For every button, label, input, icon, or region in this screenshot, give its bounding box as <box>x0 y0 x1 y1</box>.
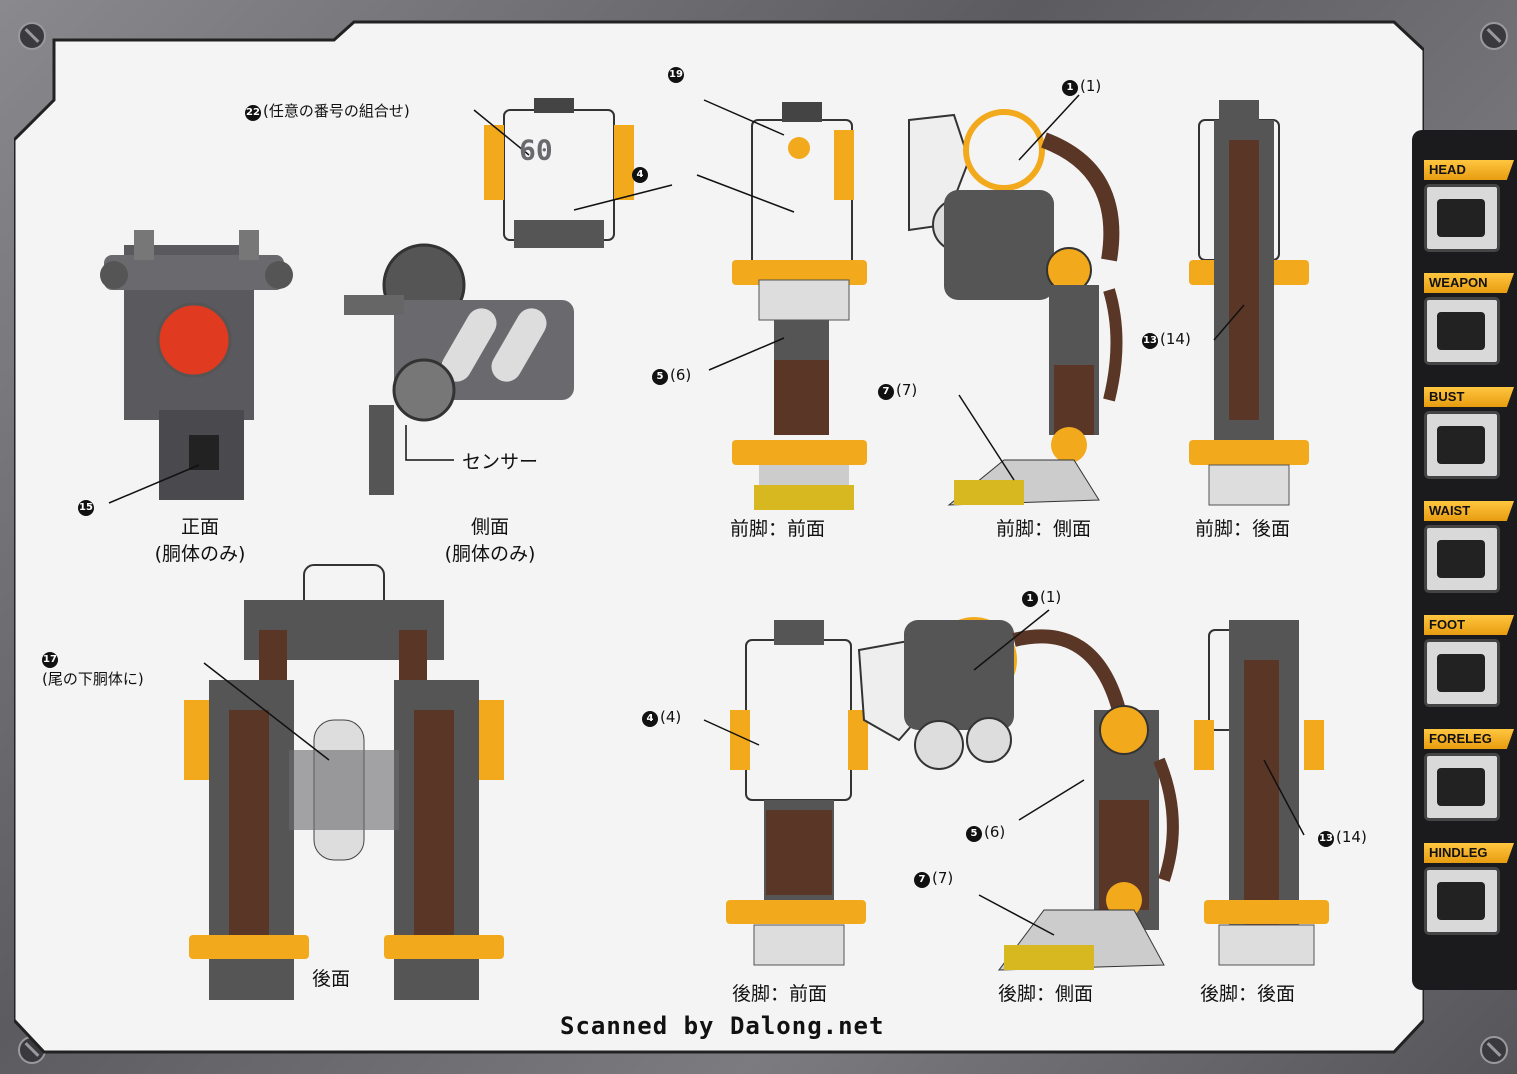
hindleg-side-drawing <box>857 617 1179 971</box>
label-rear: 後面 <box>312 968 351 990</box>
label-foreleg-side: 前脚：側面 <box>996 518 1092 540</box>
nav-item-foreleg[interactable]: FORELEG <box>1424 729 1514 821</box>
callout-15: 15 <box>78 497 96 516</box>
callout-22: 22(任意の番号の組合せ) <box>245 102 410 121</box>
callout-5-hindleg: 5(6) <box>966 823 1005 842</box>
foreleg-silhouette-icon <box>1437 768 1485 806</box>
leader-lines <box>108 94 1305 936</box>
hindleg-silhouette-icon <box>1437 882 1485 920</box>
foreleg-front-drawing <box>732 102 867 510</box>
label-front: 正面(胴体のみ) <box>154 516 246 565</box>
callout-19: 19 <box>668 64 686 83</box>
decal-number: 09 <box>519 133 553 166</box>
nav-item-waist[interactable]: WAIST <box>1424 501 1514 593</box>
callout-7-hindleg: 7(7) <box>914 869 953 888</box>
torso-front-drawing <box>100 230 293 500</box>
rear-view-drawing <box>184 564 504 1000</box>
label-hindleg-back: 後脚：後面 <box>1200 983 1296 1005</box>
callout-4-foreleg: 4 <box>632 164 650 183</box>
torso-side-drawing <box>344 243 574 495</box>
nav-item-weapon[interactable]: WEAPON <box>1424 273 1514 365</box>
hindleg-front-drawing <box>726 620 868 966</box>
nav-item-hindleg[interactable]: HINDLEG <box>1424 843 1514 935</box>
screw-icon <box>1480 1036 1508 1064</box>
label-foreleg-back: 前脚：後面 <box>1195 518 1291 540</box>
foreleg-side-drawing <box>908 109 1123 506</box>
head-block-drawing <box>484 98 634 248</box>
callout-17: 17(尾の下胴体に) <box>42 652 144 688</box>
callout-1-hindleg: 1(1) <box>1022 588 1061 607</box>
weapon-silhouette-icon <box>1437 312 1485 350</box>
side-nav: HEAD WEAPON BUST WAIST FOOT FORELEG HIND… <box>1412 130 1517 990</box>
screw-icon <box>18 22 46 50</box>
scan-credit: Scanned by Dalong.net <box>560 1012 885 1040</box>
callout-13-foreleg: 13(14) <box>1142 330 1191 349</box>
nav-item-foot[interactable]: FOOT <box>1424 615 1514 707</box>
label-foreleg-front: 前脚：前面 <box>730 518 826 540</box>
bust-silhouette-icon <box>1437 426 1485 464</box>
callout-4-hindleg: 4(4) <box>642 708 681 727</box>
hindleg-back-drawing <box>1194 620 1329 966</box>
head-silhouette-icon <box>1437 199 1485 237</box>
label-side: 側面(胴体のみ) <box>444 516 536 565</box>
callout-13-hindleg: 13(14) <box>1318 828 1367 847</box>
label-hindleg-front: 後脚：前面 <box>732 983 828 1005</box>
nav-item-head[interactable]: HEAD <box>1424 160 1514 252</box>
sensor-label: センサー <box>462 451 539 473</box>
nav-item-bust[interactable]: BUST <box>1424 387 1514 479</box>
waist-silhouette-icon <box>1437 540 1485 578</box>
instruction-panel <box>14 20 1424 1054</box>
screw-icon <box>1480 22 1508 50</box>
callout-5-foreleg: 5(6) <box>652 366 691 385</box>
callout-1-foreleg: 1(1) <box>1062 77 1101 96</box>
foot-silhouette-icon <box>1437 654 1485 692</box>
callout-7-foreleg: 7(7) <box>878 381 917 400</box>
label-hindleg-side: 後脚：側面 <box>998 983 1094 1005</box>
foreleg-back-drawing <box>1189 100 1309 506</box>
